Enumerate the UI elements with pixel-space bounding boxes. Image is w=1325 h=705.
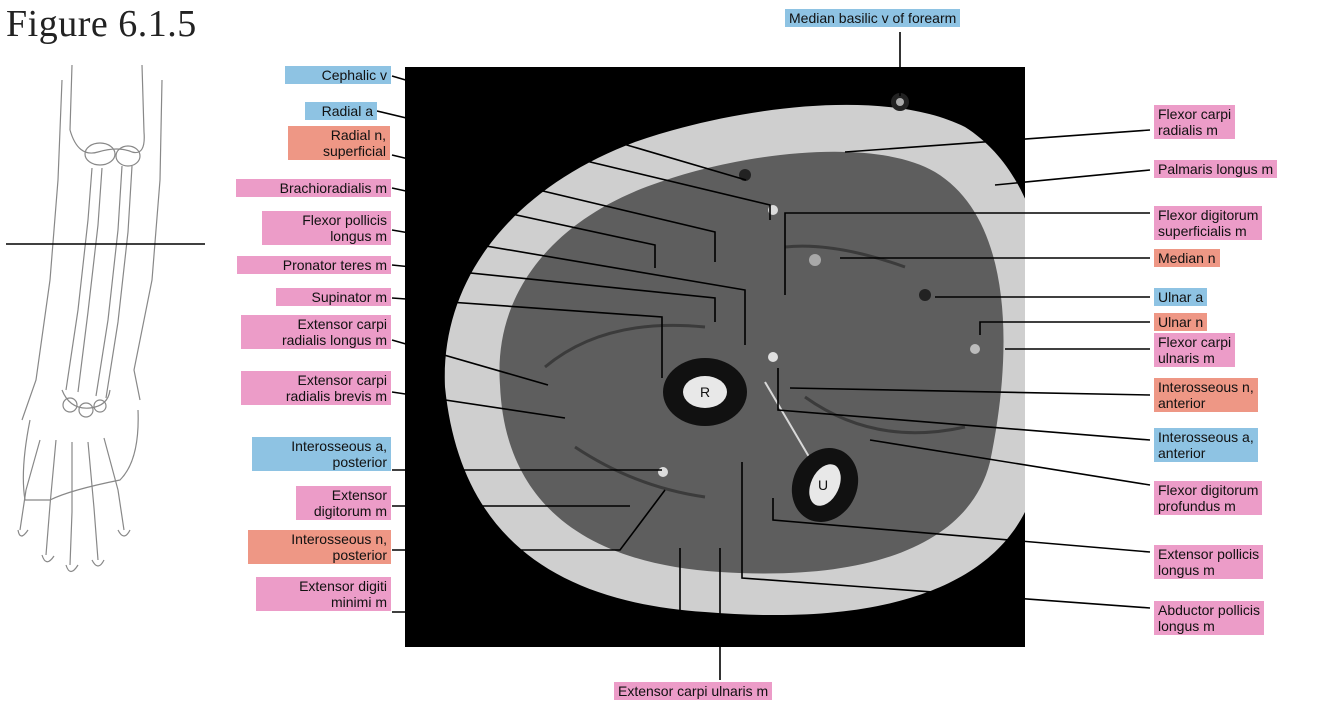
ulnar-artery bbox=[919, 289, 931, 301]
label-cephalic-v: Cephalic v bbox=[285, 66, 391, 84]
metacarpal-bones bbox=[26, 438, 118, 512]
ulna-outline bbox=[96, 166, 132, 398]
label-epl: Extensor pollicis longus m bbox=[1154, 545, 1263, 579]
median-nerve bbox=[809, 254, 821, 266]
label-median-basilic-v: Median basilic v of forearm bbox=[785, 9, 960, 27]
label-radial-a: Radial a bbox=[305, 102, 377, 120]
label-ecrl: Extensor carpi radialis longus m bbox=[241, 315, 391, 349]
label-fds: Flexor digitorum superficialis m bbox=[1154, 206, 1262, 240]
label-interosseous-n-post: Interosseous n, posterior bbox=[248, 530, 391, 564]
median-basilic-vein-lumen bbox=[896, 98, 904, 106]
elbow-condyle bbox=[116, 146, 140, 166]
label-flexor-pollicis-longus: Flexor pollicis longus m bbox=[262, 211, 391, 245]
label-interosseous-a-ant: Interosseous a, anterior bbox=[1154, 428, 1258, 462]
label-brachioradialis: Brachioradialis m bbox=[236, 179, 391, 197]
label-ulnar-a: Ulnar a bbox=[1154, 288, 1207, 306]
forearm-skeleton-sketch bbox=[0, 60, 215, 580]
label-fcu: Flexor carpi ulnaris m bbox=[1154, 333, 1235, 367]
figure-title: Figure 6.1.5 bbox=[6, 2, 197, 46]
radius-bone-label: R bbox=[700, 384, 710, 400]
label-apl: Abductor pollicis longus m bbox=[1154, 601, 1264, 635]
label-radial-n: Radial n, superficial bbox=[288, 126, 390, 160]
elbow-condyle bbox=[85, 143, 115, 165]
hand-outline bbox=[23, 410, 138, 500]
label-ecrb: Extensor carpi radialis brevis m bbox=[241, 371, 391, 405]
label-interosseous-n-ant: Interosseous n, anterior bbox=[1154, 378, 1258, 412]
label-supinator: Supinator m bbox=[276, 288, 391, 306]
posterior-interosseous-vessels bbox=[658, 467, 668, 477]
label-extensor-digitorum: Extensor digitorum m bbox=[296, 486, 391, 520]
forearm-contour bbox=[22, 80, 162, 420]
mri-axial-section: R U bbox=[405, 67, 1025, 647]
label-pronator-teres: Pronator teres m bbox=[237, 256, 391, 274]
label-fcr: Flexor carpi radialis m bbox=[1154, 105, 1235, 139]
carpal-bone bbox=[79, 403, 93, 417]
label-median-n: Median n bbox=[1154, 249, 1220, 267]
carpal-outline bbox=[62, 390, 110, 408]
label-palmaris-longus: Palmaris longus m bbox=[1154, 160, 1277, 178]
cephalic-vein bbox=[739, 169, 751, 181]
label-interosseous-a-post: Interosseous a, posterior bbox=[252, 437, 391, 471]
label-fdp: Flexor digitorum profundus m bbox=[1154, 481, 1262, 515]
label-ecu: Extensor carpi ulnaris m bbox=[614, 682, 772, 700]
humerus-outline bbox=[70, 65, 144, 132]
carpal-bone bbox=[94, 400, 106, 412]
interosseous-vessels bbox=[768, 352, 778, 362]
label-extensor-digiti-minimi: Extensor digiti minimi m bbox=[256, 577, 391, 611]
radial-artery bbox=[768, 205, 778, 215]
ulna-bone-label: U bbox=[818, 477, 828, 493]
radius-outline bbox=[66, 168, 102, 392]
label-ulnar-n: Ulnar n bbox=[1154, 313, 1207, 331]
elbow-outline bbox=[70, 130, 144, 153]
finger-outlines bbox=[18, 530, 130, 572]
ulnar-nerve bbox=[970, 344, 980, 354]
